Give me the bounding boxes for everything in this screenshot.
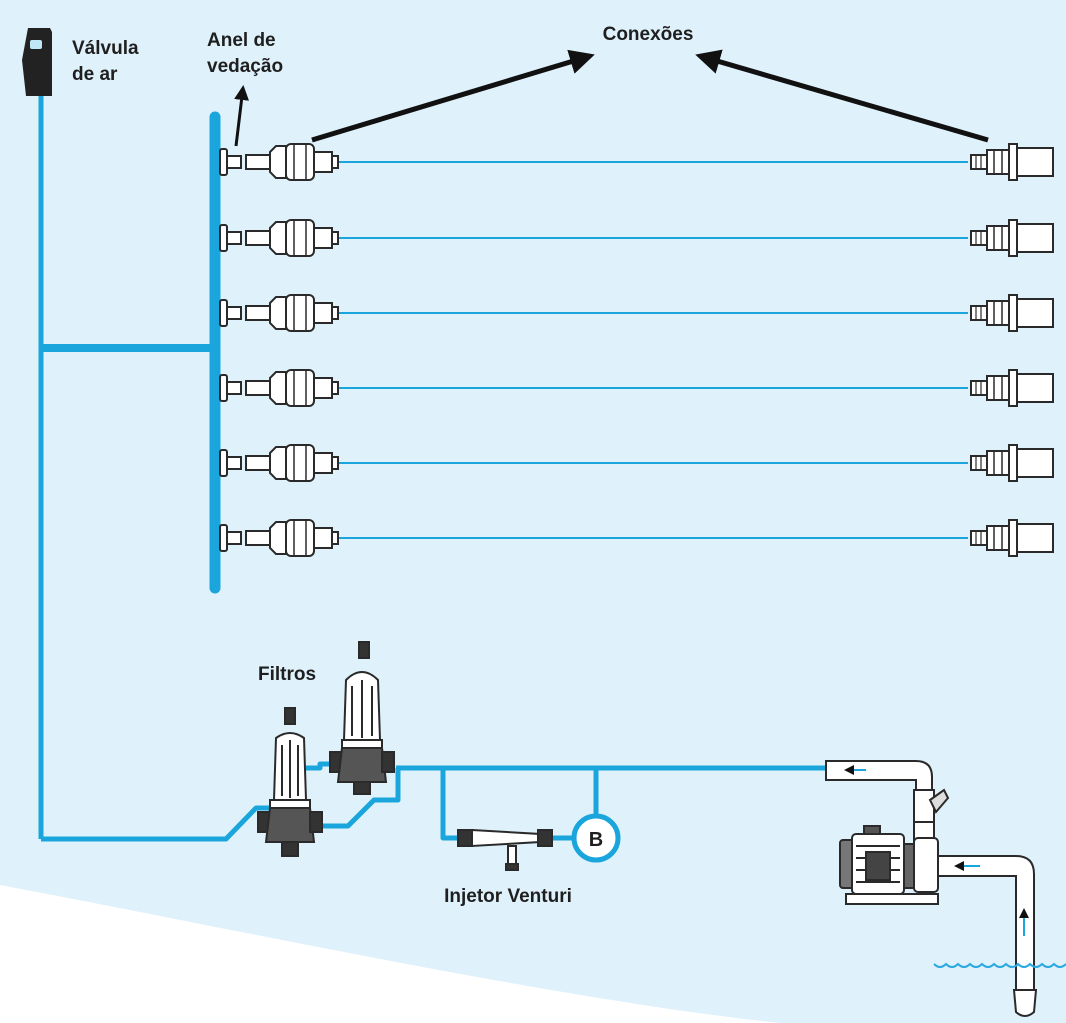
lateral-line-3 <box>219 294 1054 332</box>
connections-arrow-left <box>311 49 595 143</box>
pump-label: B <box>589 829 603 851</box>
air-valve-icon <box>22 28 52 96</box>
suction-pipe <box>825 760 1038 1017</box>
lateral-lines <box>219 143 1054 557</box>
connections-arrow-right <box>695 49 989 143</box>
main-pipe <box>38 96 830 842</box>
lateral-line-2 <box>219 219 1054 257</box>
lateral-line-5 <box>219 444 1054 482</box>
water-surface <box>933 962 1066 968</box>
lateral-line-4 <box>219 369 1054 407</box>
filter-right-icon <box>329 641 395 795</box>
annotation-arrows <box>234 49 989 147</box>
venturi-label: Injetor Venturi <box>444 886 572 907</box>
air-valve-label-line2: de ar <box>72 64 118 85</box>
seal-ring-label-line2: vedação <box>207 56 283 77</box>
seal-ring-arrow <box>234 85 250 147</box>
air-valve-label-line1: Válvula <box>72 38 139 59</box>
lateral-line-1 <box>219 143 1054 181</box>
connections-label: Conexões <box>603 24 694 45</box>
motor-pump-icon <box>839 825 939 905</box>
lateral-line-6 <box>219 519 1054 557</box>
booster-pump: B <box>571 813 621 863</box>
filter-left-icon <box>257 707 323 857</box>
filters-label: Filtros <box>258 664 316 685</box>
seal-ring-label-line1: Anel de <box>207 30 276 51</box>
venturi-injector-icon <box>457 828 553 871</box>
